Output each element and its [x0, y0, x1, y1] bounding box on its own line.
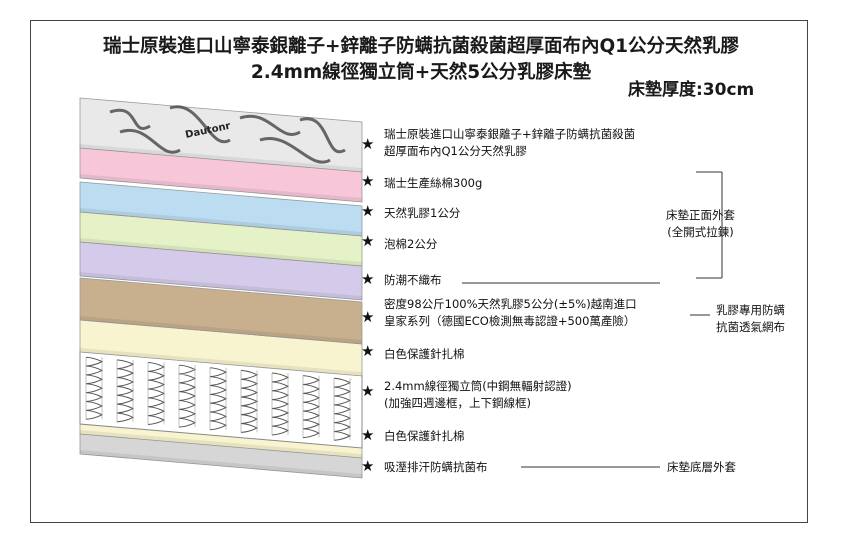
layer-edge-shade	[80, 144, 362, 172]
side-label-line: 抗菌透氣網布	[716, 320, 785, 334]
side-label-line: 乳膠專用防螨	[716, 303, 785, 317]
star-icon: ★	[361, 342, 375, 360]
star-icon: ★	[361, 202, 375, 220]
layer-edge-shade	[80, 272, 362, 300]
fabric-swirl	[259, 136, 331, 164]
layer-label-line: 白色保護針扎棉	[384, 347, 465, 361]
layer-label-latex-1cm: 天然乳膠1公分	[384, 205, 460, 222]
layer-label-line: 瑞士生產絲棉300g	[384, 176, 483, 190]
star-icon: ★	[361, 382, 375, 400]
layer-edge-shade	[80, 430, 362, 458]
layer-label-bottom-fabric: 吸溼排汗防螨抗菌布	[384, 459, 488, 476]
layer-label-line: (加強四週邊框，上下鋼線框)	[384, 396, 531, 410]
thickness-label: 床墊厚度:30cm	[628, 80, 755, 100]
side-label-latex-net: 乳膠專用防螨抗菌透氣網布	[716, 302, 785, 336]
layer-label-line: 密度98公斤100%天然乳膠5公分(±5%)越南進口	[384, 297, 637, 311]
layer-edge-shade	[80, 348, 362, 376]
layer-top-fabric: Dautonr	[79, 97, 363, 173]
layer-label-line: 皇家系列（德國ECO檢測無毒認證+500萬產險）	[384, 314, 636, 328]
layer-edge-shade	[80, 238, 362, 266]
layer-label-protect-top: 白色保護針扎棉	[384, 346, 465, 363]
star-icon: ★	[361, 172, 375, 190]
layer-label-line: 白色保護針扎棉	[384, 429, 465, 443]
side-label-bottom-cover: 床墊底層外套	[667, 459, 736, 476]
layer-label-line: 2.4mm線徑獨立筒(中鋼無輻射認證)	[384, 379, 572, 393]
layer-edge-shade	[80, 174, 362, 202]
title-line-2: 2.4mm線徑獨立筒+天然5公分乳膠床墊	[250, 62, 592, 83]
layer-face	[79, 181, 363, 237]
side-label-line: 床墊正面外套	[666, 208, 735, 222]
layer-latex-1cm	[79, 181, 363, 237]
star-icon: ★	[361, 426, 375, 444]
layer-label-line: 泡棉2公分	[384, 237, 438, 251]
layer-latex-5cm	[79, 277, 363, 345]
layer-edge-shade	[80, 316, 362, 344]
layer-label-springs: 2.4mm線徑獨立筒(中鋼無輻射認證) (加強四週邊框，上下鋼線框)	[384, 378, 572, 412]
layer-face	[79, 97, 363, 173]
star-icon: ★	[361, 308, 375, 326]
layer-label-line: 防潮不織布	[384, 273, 442, 287]
layer-label-latex-5cm: 密度98公斤100%天然乳膠5公分(±5%)越南進口皇家系列（德國ECO檢測無毒…	[384, 296, 637, 330]
layer-label-line: 天然乳膠1公分	[384, 206, 461, 220]
star-icon: ★	[361, 457, 375, 475]
layer-face	[79, 277, 363, 345]
layer-edge-shade	[80, 208, 362, 236]
layer-label-protect-bottom: 白色保護針扎棉	[384, 428, 465, 445]
layer-label-line: 吸溼排汗防螨抗菌布	[384, 460, 488, 474]
layer-label-top-fabric: 瑞士原裝進口山寧泰銀離子+鋅離子防螨抗菌殺菌超厚面布內Q1公分天然乳膠	[384, 126, 635, 160]
diagram-frame	[30, 20, 808, 523]
layer-label-line: 超厚面布內Q1公分天然乳膠	[384, 144, 527, 158]
side-label-line: 床墊底層外套	[667, 460, 736, 474]
title-line-1: 瑞士原裝進口山寧泰銀離子+鋅離子防螨抗菌殺菌超厚面布內Q1公分天然乳膠	[102, 36, 740, 57]
fabric-swirl	[239, 114, 301, 136]
fabric-swirl	[119, 128, 181, 154]
fabric-swirl	[169, 105, 231, 144]
layer-label-foam-2cm: 泡棉2公分	[384, 236, 437, 253]
layer-springs	[79, 349, 363, 449]
side-label-line: (全開式拉鍊)	[667, 225, 734, 239]
layer-edge-shade	[80, 450, 362, 478]
star-icon: ★	[361, 270, 375, 288]
layer-label-line: 瑞士原裝進口山寧泰銀離子+鋅離子防螨抗菌殺菌	[384, 127, 636, 141]
layer-label-nonwoven: 防潮不織布	[384, 272, 442, 289]
fabric-swirl	[299, 117, 346, 154]
fabric-swirl	[109, 108, 151, 130]
star-icon: ★	[361, 135, 375, 153]
star-icon: ★	[361, 232, 375, 250]
layer-label-cotton: 瑞士生產絲棉300g	[384, 175, 482, 192]
side-label-top-cover: 床墊正面外套 (全開式拉鍊)	[666, 207, 735, 241]
